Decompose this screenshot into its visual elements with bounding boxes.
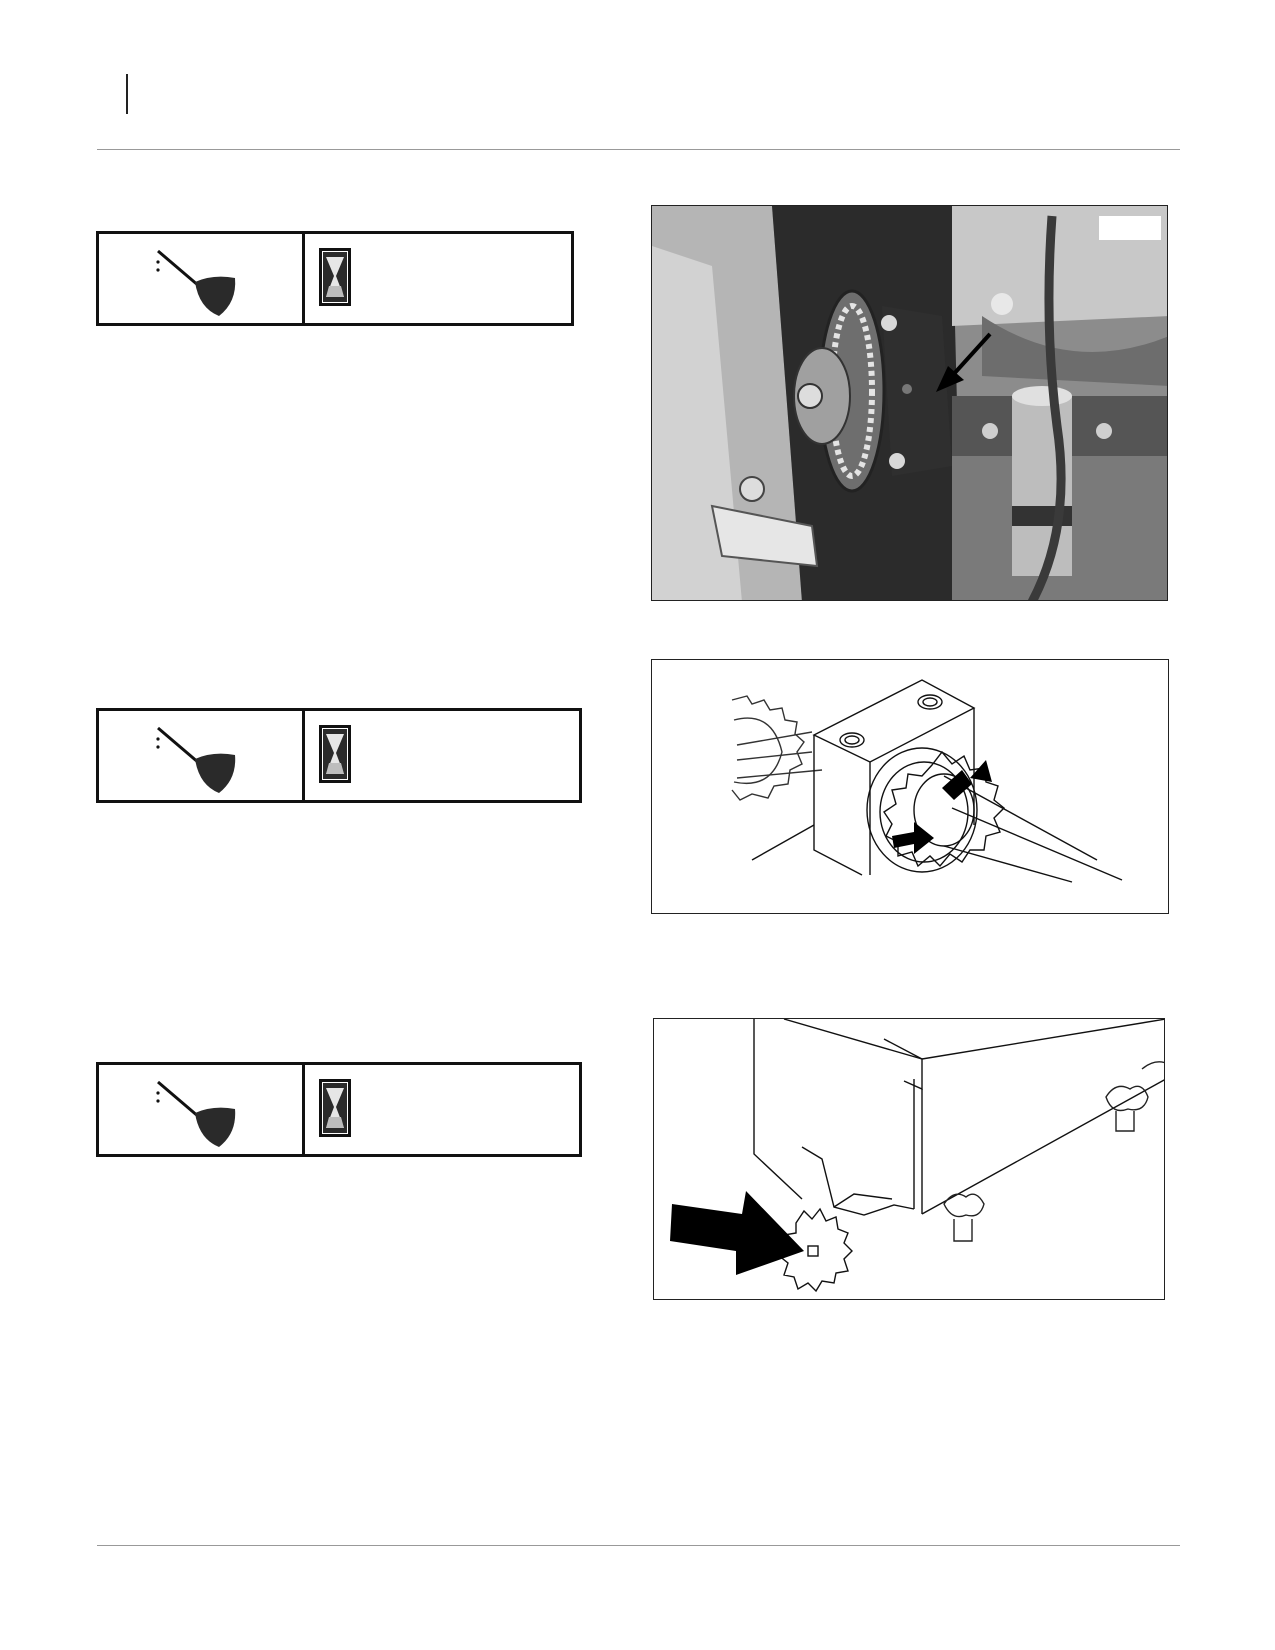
oil-can-icon [156,249,236,316]
interval-cell [305,711,579,800]
oil-can-cell [99,1065,305,1154]
oil-can-cell [99,711,305,800]
oil-can-icon [156,1080,236,1147]
diagram-bearing-sprocket-shaft [651,659,1169,914]
oil-can-icon [156,726,236,793]
header-rule [97,149,1180,150]
hourglass-icon [319,1079,351,1137]
hourglass-icon [319,725,351,783]
lube-block-3 [96,1062,582,1157]
background-sprocket [731,695,823,801]
lube-block-1 [96,231,574,326]
photo-drive-sprocket-bearing [651,205,1168,601]
lube-block-2 [96,708,582,803]
oil-can-cell [99,234,305,323]
interval-cell [305,234,571,323]
header-tick-mark [126,74,128,114]
interval-cell [305,1065,579,1154]
footer-rule [97,1545,1180,1546]
diagram-hopper-sprocket [653,1018,1165,1300]
hourglass-icon [319,248,351,306]
